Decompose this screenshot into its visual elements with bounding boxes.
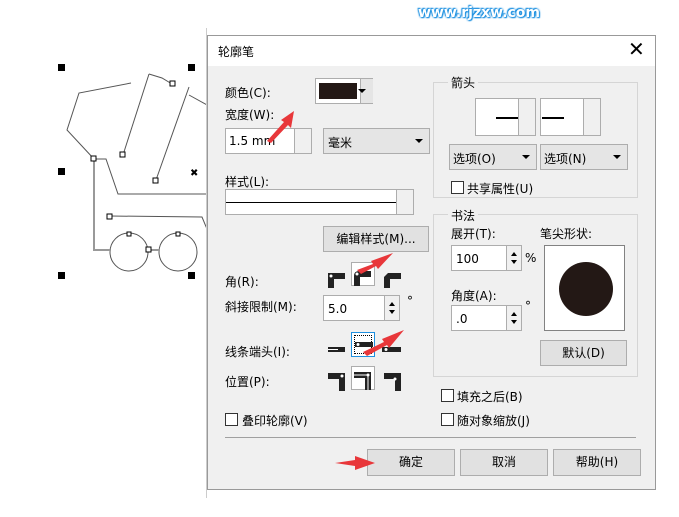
spin-down-icon[interactable] bbox=[511, 320, 517, 324]
stretch-value: 100 bbox=[456, 252, 479, 266]
spin-down-icon[interactable] bbox=[511, 260, 517, 264]
behind-fill-label: 填充之后(B) bbox=[457, 390, 523, 404]
chevron-down-icon bbox=[522, 155, 530, 159]
nib-shape-preview[interactable] bbox=[544, 245, 625, 331]
stretch-unit: % bbox=[525, 251, 537, 265]
spin-up-icon[interactable] bbox=[511, 252, 517, 256]
selection-handle-bl[interactable] bbox=[58, 272, 65, 279]
behind-fill-checkbox[interactable] bbox=[441, 389, 454, 402]
start-arrow-line bbox=[496, 117, 518, 119]
scale-with-object-checkbox[interactable] bbox=[441, 413, 454, 426]
position-outside-icon[interactable] bbox=[325, 369, 349, 393]
position-center-icon bbox=[354, 372, 371, 390]
start-options-select[interactable]: 选项(O) bbox=[449, 144, 537, 170]
width-label: 宽度(W): bbox=[225, 108, 275, 122]
end-arrow-select[interactable] bbox=[540, 98, 601, 136]
miter-unit: ° bbox=[407, 294, 413, 308]
spin-up-icon[interactable] bbox=[389, 302, 395, 306]
end-arrow-line bbox=[542, 117, 564, 119]
share-attributes-checkbox[interactable] bbox=[451, 181, 464, 194]
start-options-label: 选项(O) bbox=[453, 152, 496, 166]
default-button[interactable]: 默认(D) bbox=[540, 340, 627, 366]
spin-down-icon[interactable] bbox=[389, 310, 395, 314]
scale-with-object-label: 随对象缩放(J) bbox=[457, 414, 530, 428]
angle-unit: ° bbox=[525, 299, 531, 313]
chevron-down-icon bbox=[613, 155, 621, 159]
dialog-title: 轮廓笔 bbox=[218, 45, 255, 59]
arrowheads-title: 箭头 bbox=[448, 74, 479, 91]
help-button[interactable]: 帮助(H) bbox=[553, 449, 641, 476]
angle-label: 角度(A): bbox=[451, 289, 497, 303]
nib-circle bbox=[559, 262, 613, 316]
line-cap-label: 线条端头(I): bbox=[225, 345, 290, 359]
cap-butt-icon[interactable] bbox=[325, 340, 349, 360]
title-bar: 轮廓笔 ✕ bbox=[208, 36, 655, 66]
chevron-down-icon bbox=[358, 89, 366, 93]
arrowheads-group bbox=[433, 82, 638, 198]
canvas-drawing[interactable]: ✖ bbox=[0, 0, 207, 300]
corner-label: 角(R): bbox=[225, 275, 259, 289]
selection-handle-tl[interactable] bbox=[58, 64, 65, 71]
stretch-spinner[interactable]: 100 bbox=[451, 245, 522, 271]
position-inside-icon[interactable] bbox=[381, 369, 405, 393]
corner-bevel-icon[interactable] bbox=[381, 268, 405, 292]
end-options-select[interactable]: 选项(N) bbox=[540, 144, 628, 170]
cap-round-option[interactable] bbox=[351, 332, 375, 357]
corner-round-icon bbox=[354, 271, 371, 286]
ok-button[interactable]: 确定 bbox=[367, 449, 455, 476]
close-icon[interactable]: ✕ bbox=[628, 37, 645, 61]
unit-value: 毫米 bbox=[328, 136, 353, 150]
width-combo[interactable]: 1.5 mm bbox=[225, 128, 312, 154]
miter-limit-label: 斜接限制(M): bbox=[225, 300, 297, 314]
corner-miter-icon[interactable] bbox=[325, 268, 349, 292]
chevron-down-icon bbox=[415, 139, 423, 143]
cap-square-icon[interactable] bbox=[381, 340, 405, 360]
spin-up-icon[interactable] bbox=[511, 312, 517, 316]
color-label: 颜色(C): bbox=[225, 86, 271, 100]
watermark: www.rjzxw.com bbox=[418, 5, 540, 21]
style-label: 样式(L): bbox=[225, 175, 270, 189]
cancel-button[interactable]: 取消 bbox=[460, 449, 548, 476]
svg-text:✖: ✖ bbox=[190, 168, 198, 179]
color-picker[interactable] bbox=[315, 78, 373, 104]
nib-shape-label: 笔尖形状: bbox=[540, 227, 593, 241]
start-arrow-select[interactable] bbox=[475, 98, 536, 136]
color-swatch bbox=[319, 83, 357, 99]
end-options-label: 选项(N) bbox=[544, 152, 587, 166]
canvas-divider bbox=[206, 28, 207, 498]
overprint-checkbox[interactable] bbox=[225, 413, 238, 426]
width-value: 1.5 mm bbox=[229, 134, 276, 148]
calligraphy-group bbox=[433, 214, 638, 377]
miter-limit-value: 5.0 bbox=[328, 302, 348, 316]
cap-round-icon bbox=[355, 342, 373, 347]
calligraphy-title: 书法 bbox=[448, 207, 479, 224]
angle-spinner[interactable]: .0 bbox=[451, 305, 522, 331]
position-label: 位置(P): bbox=[225, 375, 270, 389]
line-style-select[interactable] bbox=[225, 189, 414, 215]
stretch-label: 展开(T): bbox=[451, 227, 496, 241]
selection-handle-tr[interactable] bbox=[188, 64, 195, 71]
unit-select[interactable]: 毫米 bbox=[323, 128, 430, 154]
angle-value: .0 bbox=[456, 312, 468, 326]
overprint-label: 叠印轮廓(V) bbox=[242, 414, 308, 428]
selection-handle-br[interactable] bbox=[188, 272, 195, 279]
divider bbox=[225, 437, 636, 438]
selection-handle-ml[interactable] bbox=[58, 168, 65, 175]
outline-pen-dialog: 轮廓笔 ✕ 颜色(C): 宽度(W): 1.5 mm 毫米 样式(L): 编辑样… bbox=[207, 35, 656, 490]
share-attributes-label: 共享属性(U) bbox=[467, 182, 534, 196]
solid-line-preview bbox=[226, 202, 396, 203]
miter-limit-spinner[interactable]: 5.0 bbox=[323, 295, 400, 321]
edit-style-button[interactable]: 编辑样式(M)... bbox=[323, 226, 429, 252]
